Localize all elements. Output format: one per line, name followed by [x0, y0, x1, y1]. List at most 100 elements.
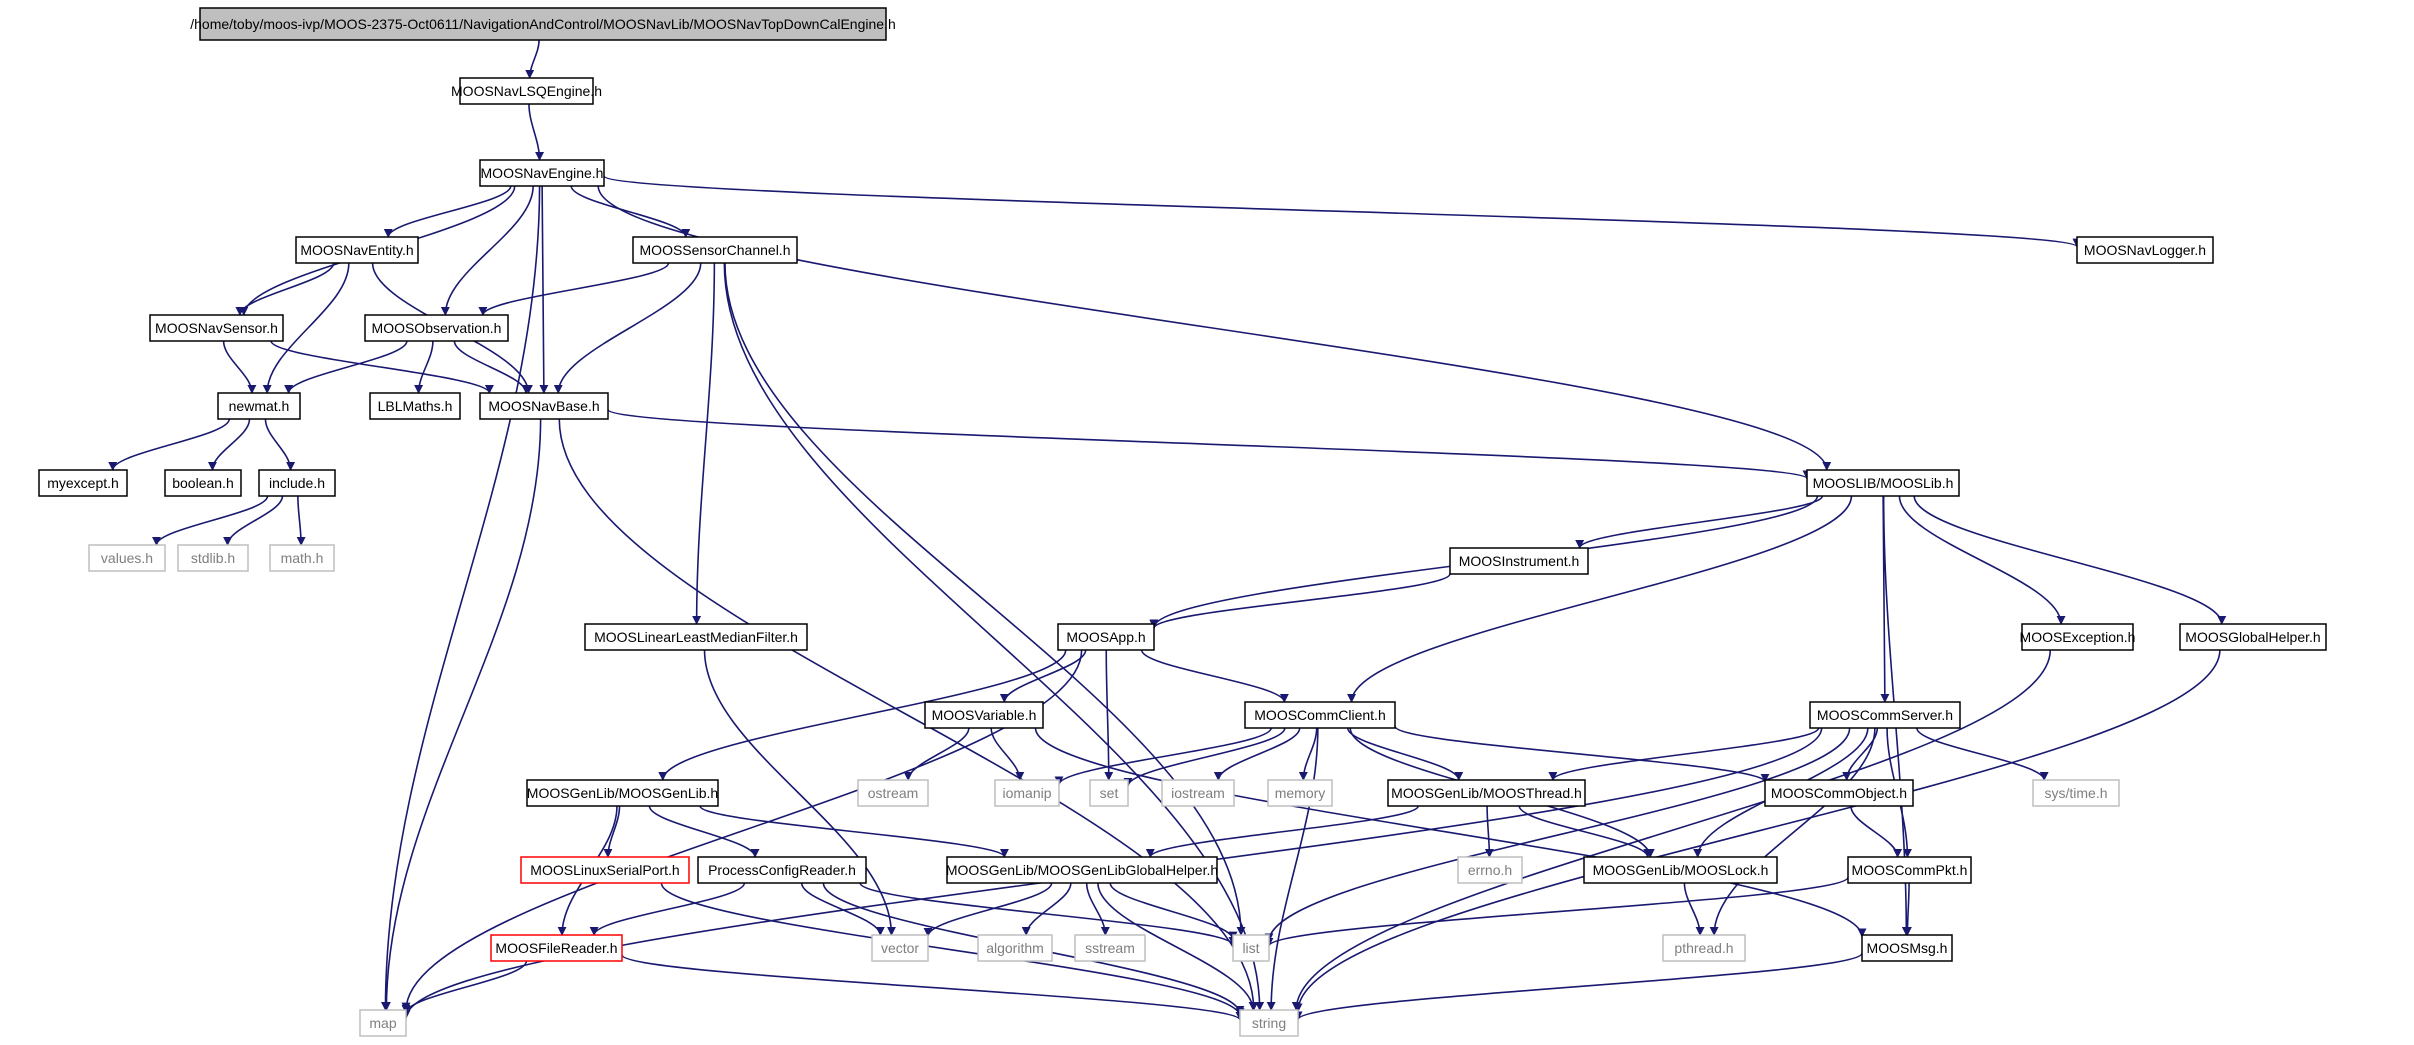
node-iostream-box: [1161, 779, 1235, 807]
edge-variable-to-ostream: [903, 727, 970, 781]
node-commserver[interactable]: MOOSCommServer.h: [1809, 701, 1961, 729]
node-lsq[interactable]: MOOSNavLSQEngine.h: [451, 77, 602, 105]
edge-variable-to-msg: [1034, 727, 1867, 938]
node-pthread-box: [1662, 934, 1746, 962]
node-commpkt-label: MOOSCommPkt.h: [1852, 862, 1968, 878]
node-newmat-label: newmat.h: [229, 398, 290, 414]
edge-pcr-to-vector: [800, 882, 885, 936]
edge-engine-to-mooslib: [597, 185, 1832, 471]
node-list-box: [1232, 934, 1270, 962]
node-map-label: map: [369, 1015, 396, 1031]
node-msg[interactable]: MOOSMsg.h: [1861, 934, 1953, 962]
node-serialport-label: MOOSLinuxSerialPort.h: [530, 862, 679, 878]
node-commclient[interactable]: MOOSCommClient.h: [1244, 701, 1396, 729]
edge-genlibhelper-to-algorithm: [1021, 882, 1072, 936]
edge-app-to-commclient: [1140, 649, 1289, 703]
edge-newmat-to-include: [264, 418, 296, 471]
edge-commpkt-to-msg: [1902, 882, 1912, 936]
node-values-label: values.h: [101, 550, 153, 566]
node-set-box: [1089, 779, 1129, 807]
node-globalhelper-box: [2179, 623, 2327, 651]
node-app-label: MOOSApp.h: [1066, 629, 1145, 645]
edge-commclient-to-iomanip: [1054, 727, 1272, 786]
node-systime-label: sys/time.h: [2044, 785, 2107, 801]
edge-mooslib-to-commclient: [1347, 495, 1853, 703]
node-algorithm-box: [977, 934, 1053, 962]
node-algorithm-label: algorithm: [986, 940, 1044, 956]
node-errno-label: errno.h: [1468, 862, 1512, 878]
node-lock-box: [1583, 856, 1778, 884]
node-sensorch[interactable]: MOOSSensorChannel.h: [632, 236, 798, 264]
edge-newmat-to-myexcept: [108, 418, 231, 471]
node-msg-box: [1861, 934, 1953, 962]
node-filereader[interactable]: MOOSFileReader.h: [490, 934, 623, 962]
node-linfilter-label: MOOSLinearLeastMedianFilter.h: [594, 629, 798, 645]
node-variable[interactable]: MOOSVariable.h: [924, 701, 1044, 729]
node-observation[interactable]: MOOSObservation.h: [364, 314, 509, 342]
node-genlib-label: MOOSGenLib/MOOSGenLib.h: [527, 785, 718, 801]
edge-engine-to-entity: [383, 185, 512, 238]
node-include[interactable]: include.h: [258, 469, 336, 497]
node-newmat[interactable]: newmat.h: [217, 392, 301, 420]
edge-engine-to-sensorch: [570, 185, 691, 238]
edge-observation-to-newmat: [284, 340, 408, 394]
node-boolean-box: [164, 469, 242, 497]
node-sstream: sstream: [1074, 934, 1146, 962]
node-root-box: [199, 7, 887, 41]
node-commobject-box: [1764, 779, 1914, 807]
edge-engine-to-logger: [603, 175, 2082, 248]
edge-root-to-lsq: [525, 39, 540, 79]
node-commobject[interactable]: MOOSCommObject.h: [1764, 779, 1914, 807]
node-stdlib-box: [177, 544, 249, 572]
node-instrument[interactable]: MOOSInstrument.h: [1449, 547, 1589, 575]
edge-msg-to-string: [1293, 952, 1863, 1021]
edge-genlibhelper-to-list: [1109, 882, 1238, 941]
node-memory: memory: [1267, 779, 1333, 807]
node-myexcept[interactable]: myexcept.h: [38, 469, 128, 497]
edge-linfilter-to-vector: [703, 649, 896, 936]
edge-include-to-math: [296, 495, 306, 546]
edge-mooslib-to-globalhelper: [1913, 495, 2227, 625]
node-math-label: math.h: [281, 550, 324, 566]
node-entity-box: [295, 236, 419, 264]
node-exception-label: MOOSException.h: [2020, 629, 2136, 645]
node-systime: sys/time.h: [2032, 779, 2120, 807]
node-commpkt[interactable]: MOOSCommPkt.h: [1847, 856, 1972, 884]
node-logger[interactable]: MOOSNavLogger.h: [2076, 236, 2214, 264]
node-msg-label: MOOSMsg.h: [1867, 940, 1948, 956]
node-logger-label: MOOSNavLogger.h: [2084, 242, 2206, 258]
node-lblmaths[interactable]: LBLMaths.h: [369, 392, 461, 420]
node-genlibhelper[interactable]: MOOSGenLib/MOOSGenLibGlobalHelper.h: [946, 856, 1218, 884]
node-exception[interactable]: MOOSException.h: [2020, 623, 2136, 651]
node-boolean[interactable]: boolean.h: [164, 469, 242, 497]
node-mooslib[interactable]: MOOSLIB/MOOSLib.h: [1806, 469, 1960, 497]
node-app[interactable]: MOOSApp.h: [1057, 623, 1155, 651]
edge-commserver-to-pthread: [1709, 727, 1876, 936]
node-globalhelper[interactable]: MOOSGlobalHelper.h: [2179, 623, 2327, 651]
node-serialport[interactable]: MOOSLinuxSerialPort.h: [520, 856, 690, 884]
node-entity[interactable]: MOOSNavEntity.h: [295, 236, 419, 264]
node-genlibhelper-label: MOOSGenLib/MOOSGenLibGlobalHelper.h: [946, 862, 1218, 878]
edge-genlib-to-genlibhelper: [699, 805, 1009, 858]
edge-filereader-to-map: [401, 960, 528, 1014]
node-thread[interactable]: MOOSGenLib/MOOSThread.h: [1387, 779, 1586, 807]
node-navbase[interactable]: MOOSNavBase.h: [479, 392, 609, 420]
node-linfilter[interactable]: MOOSLinearLeastMedianFilter.h: [584, 623, 808, 651]
edge-pcr-to-list: [859, 882, 1238, 946]
edge-navbase-to-mooslib: [607, 408, 1812, 480]
node-engine[interactable]: MOOSNavEngine.h: [479, 159, 605, 187]
node-navsensor[interactable]: MOOSNavSensor.h: [149, 314, 284, 342]
edge-genlibhelper-to-sstream: [1085, 882, 1110, 936]
node-thread-label: MOOSGenLib/MOOSThread.h: [1391, 785, 1582, 801]
node-pcr[interactable]: ProcessConfigReader.h: [697, 856, 867, 884]
node-sensorch-label: MOOSSensorChannel.h: [640, 242, 791, 258]
node-iomanip-box: [994, 779, 1060, 807]
node-memory-label: memory: [1275, 785, 1326, 801]
edge-newmat-to-boolean: [207, 418, 251, 471]
node-myexcept-box: [38, 469, 128, 497]
node-string-box: [1239, 1009, 1299, 1037]
node-lock[interactable]: MOOSGenLib/MOOSLock.h: [1583, 856, 1778, 884]
node-genlib[interactable]: MOOSGenLib/MOOSGenLib.h: [526, 779, 719, 807]
node-root[interactable]: /home/toby/moos-ivp/MOOS-2375-Oct0611/Na…: [190, 7, 896, 41]
